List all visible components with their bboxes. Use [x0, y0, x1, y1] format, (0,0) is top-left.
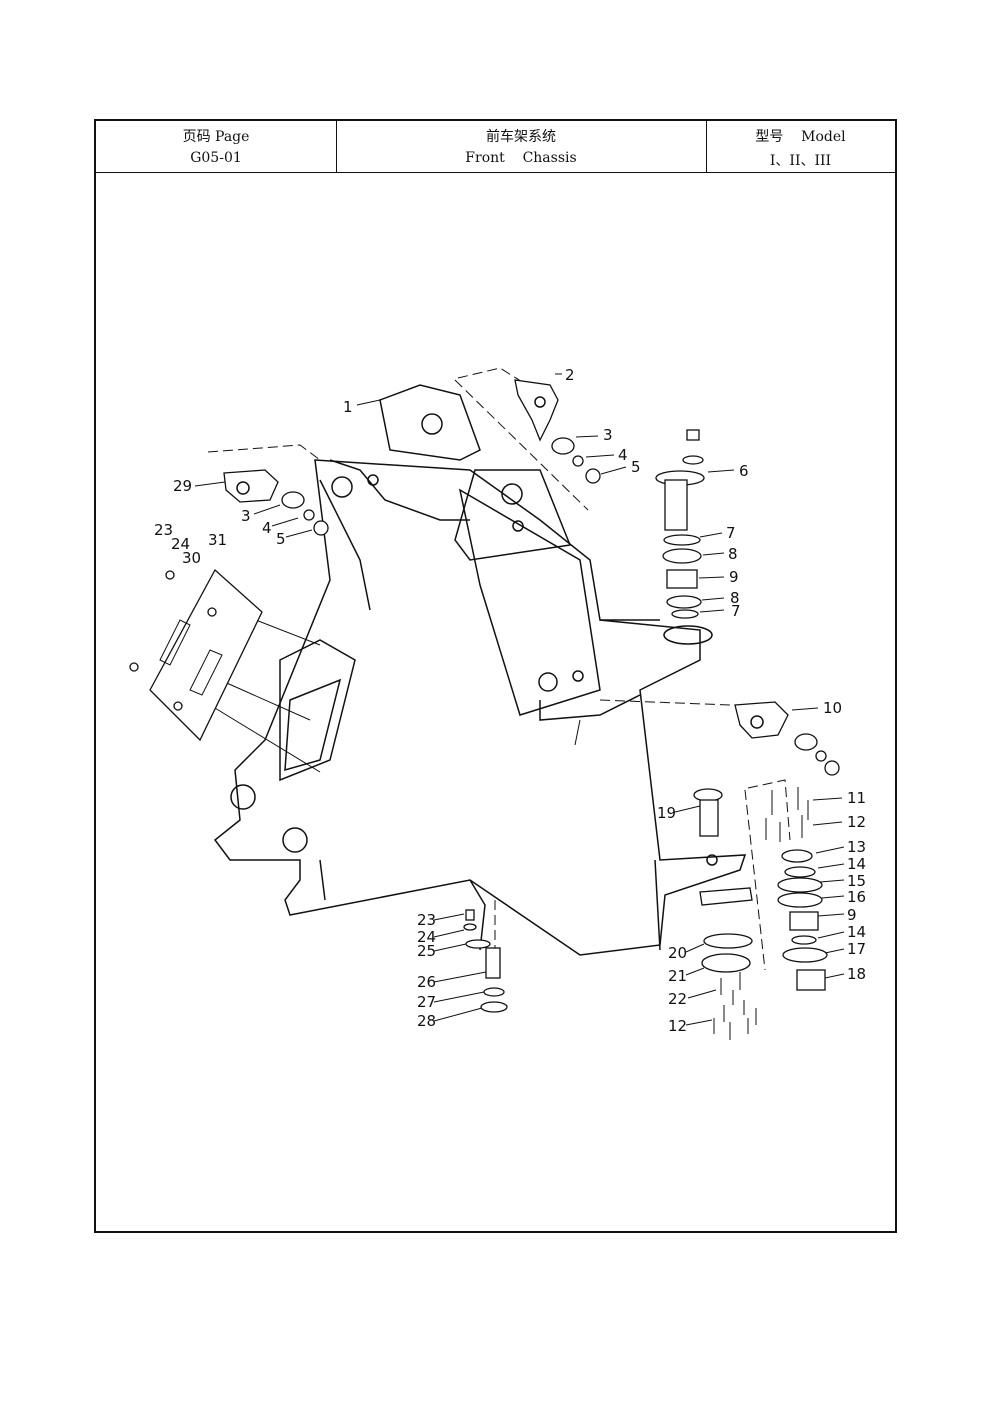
callout-9: 9 — [729, 568, 739, 586]
callout-19: 19 — [657, 804, 676, 822]
callout-5: 5 — [276, 530, 286, 548]
model-value: I、II、III — [769, 153, 832, 169]
model-cell: 型号 Model I、II、III — [706, 121, 895, 172]
callout-25: 25 — [417, 942, 436, 960]
title-block: 页码 Page G05-01 前车架系统 Front Chassis 型号 Mo… — [96, 121, 895, 173]
callout-2: 2 — [565, 366, 575, 384]
callout-21: 21 — [668, 967, 687, 985]
callout-20: 20 — [668, 944, 687, 962]
callout-16: 16 — [847, 888, 866, 906]
callout-9: 9 — [847, 906, 857, 924]
callout-23: 23 — [417, 911, 436, 929]
lower-pin-assembly — [463, 909, 508, 1013]
front-chassis-frame — [213, 384, 747, 956]
system-name-en: Front Chassis — [465, 150, 577, 166]
callout-3: 3 — [603, 426, 613, 444]
page-number: G05-01 — [190, 150, 242, 166]
system-name-cn: 前车架系统 — [486, 129, 556, 145]
callout-28: 28 — [417, 1012, 436, 1030]
callout-23: 23 — [154, 521, 173, 539]
callout-4: 4 — [618, 446, 628, 464]
callout-26: 26 — [417, 973, 436, 991]
callout-30: 30 — [182, 549, 201, 567]
callout-31: 31 — [208, 531, 227, 549]
hinge-pin-assembly-left — [223, 469, 329, 536]
system-cell: 前车架系统 Front Chassis — [336, 121, 707, 172]
drawing-sheet: 页码 Page G05-01 前车架系统 Front Chassis 型号 Mo… — [94, 119, 897, 1233]
callout-18: 18 — [847, 965, 866, 983]
callout-7: 7 — [726, 524, 736, 542]
callout-12: 12 — [668, 1017, 687, 1035]
page-cell: 页码 Page G05-01 — [96, 121, 337, 172]
callout-4: 4 — [262, 519, 272, 537]
hinge-pin-assembly-upper — [514, 379, 601, 484]
callout-27: 27 — [417, 993, 436, 1011]
callout-leaders — [194, 373, 845, 1026]
bolts — [713, 787, 809, 1040]
page-label: 页码 Page — [182, 129, 250, 145]
callout-3: 3 — [241, 507, 251, 525]
callout-13: 13 — [847, 838, 866, 856]
callout-15: 15 — [847, 872, 866, 890]
callout-6: 6 — [739, 462, 749, 480]
callout-8: 8 — [728, 545, 738, 563]
callout-12: 12 — [847, 813, 866, 831]
callout-7: 7 — [731, 602, 741, 620]
callout-22: 22 — [668, 990, 687, 1008]
callout-14: 14 — [847, 855, 866, 873]
hinge-pin-assembly-right — [734, 701, 840, 776]
callout-1: 1 — [343, 398, 353, 416]
callout-10: 10 — [823, 699, 842, 717]
callout-labels: 2 1 3 4 5 6 7 8 9 8 7 29 3 4 5 23 24 30 … — [154, 366, 866, 1035]
callout-11: 11 — [847, 789, 866, 807]
callout-24: 24 — [171, 535, 190, 553]
callout-5: 5 — [631, 458, 641, 476]
pin-bushing-stack — [655, 429, 705, 619]
callout-24: 24 — [417, 928, 436, 946]
callout-14: 14 — [847, 923, 866, 941]
callout-29: 29 — [173, 477, 192, 495]
callout-8: 8 — [730, 589, 740, 607]
side-cover-plate — [129, 568, 263, 742]
oscillating-pin-assembly — [693, 788, 828, 991]
model-label: 型号 Model — [755, 129, 846, 145]
callout-17: 17 — [847, 940, 866, 958]
